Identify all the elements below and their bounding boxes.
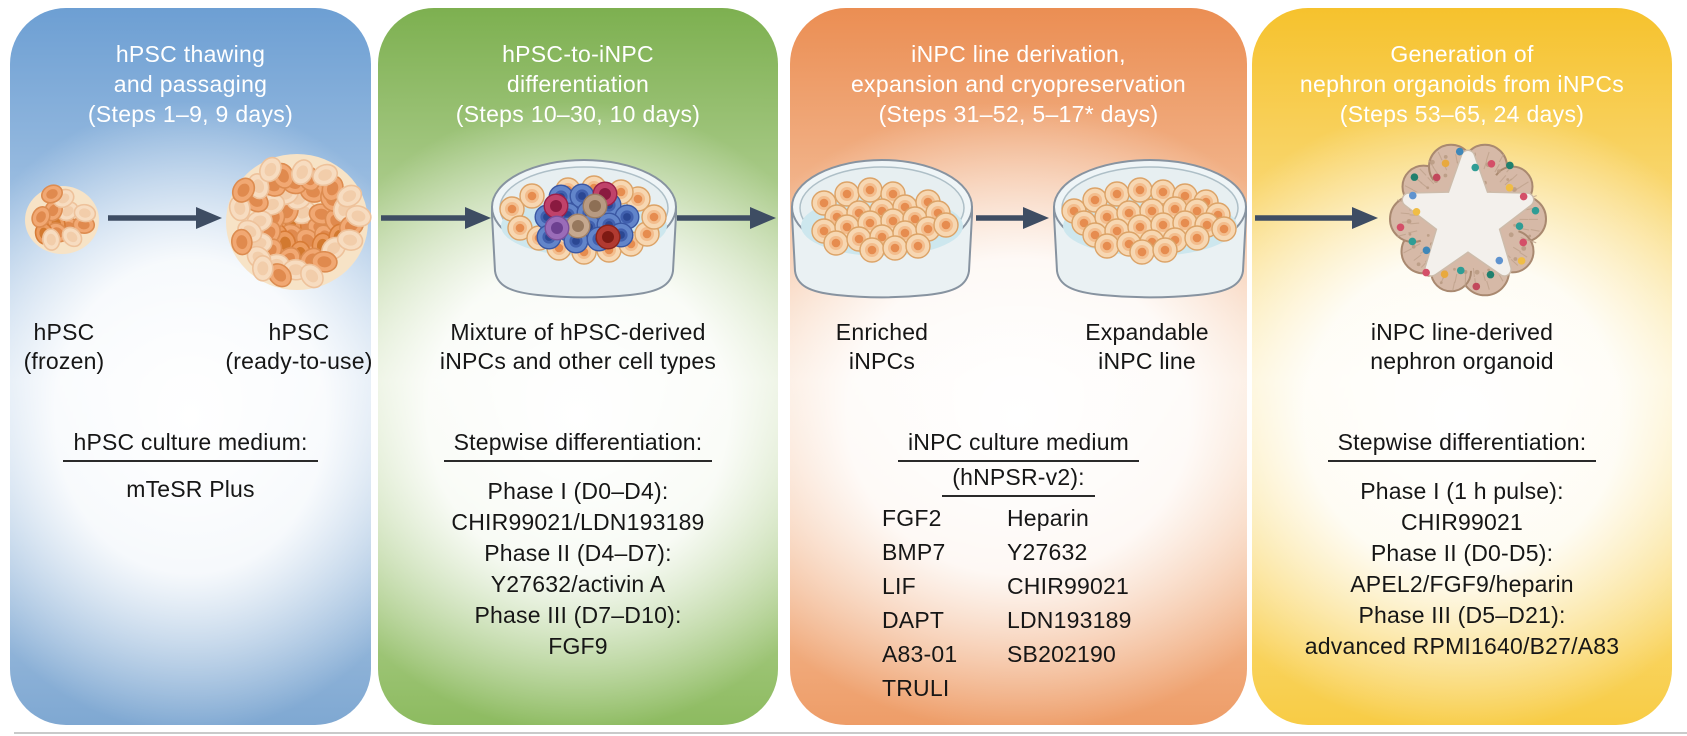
caption-organoid: iNPC line-derived nephron organoid bbox=[1370, 319, 1554, 374]
phase-list: Phase I (1 h pulse): CHIR99021 Phase II … bbox=[1304, 478, 1620, 659]
panel-inpc-line: iNPC line derivation, expansion and cryo… bbox=[790, 8, 1247, 725]
panel-title: iNPC line derivation, expansion and cryo… bbox=[850, 41, 1187, 127]
section-header: hPSC culture medium: bbox=[10, 429, 371, 462]
phase-list: Phase I (D0–D4): CHIR99021/LDN193189 Pha… bbox=[451, 478, 705, 659]
caption-hpsc-frozen: hPSC (frozen) bbox=[23, 319, 105, 374]
medium-components-right: Heparin Y27632 CHIR99021 LDN193189 SB202… bbox=[1007, 505, 1132, 667]
panel-title: hPSC-to-iNPC differentiation (Steps 10–3… bbox=[455, 41, 701, 127]
caption-enriched: Enriched iNPCs bbox=[835, 319, 929, 374]
panel-title: Generation of nephron organoids from iNP… bbox=[1299, 41, 1625, 127]
medium-components-left: FGF2 BMP7 LIF DAPT A83-01 TRULI bbox=[882, 505, 958, 701]
panel-differentiation: hPSC-to-iNPC differentiation (Steps 10–3… bbox=[378, 8, 778, 725]
caption-expandable: Expandable iNPC line bbox=[1085, 319, 1209, 374]
caption-mixture: Mixture of hPSC-derived iNPCs and other … bbox=[439, 319, 717, 374]
caption-hpsc-ready: hPSC (ready-to-use) bbox=[225, 319, 373, 374]
bottom-rule bbox=[14, 732, 1687, 734]
section-header-line1: iNPC culture medium bbox=[790, 429, 1247, 462]
section-header: Stepwise differentiation: bbox=[1252, 429, 1672, 462]
section-header: Stepwise differentiation: bbox=[378, 429, 778, 462]
panel-hpsc-thawing: hPSC thawing and passaging (Steps 1–9, 9… bbox=[10, 8, 372, 725]
panel-nephron-organoids: Generation of nephron organoids from iNP… bbox=[1252, 8, 1672, 725]
medium-name: mTeSR Plus bbox=[126, 476, 255, 502]
panel-title: hPSC thawing and passaging (Steps 1–9, 9… bbox=[87, 41, 294, 127]
section-header-line2: (hNPSR-v2): bbox=[790, 464, 1247, 497]
